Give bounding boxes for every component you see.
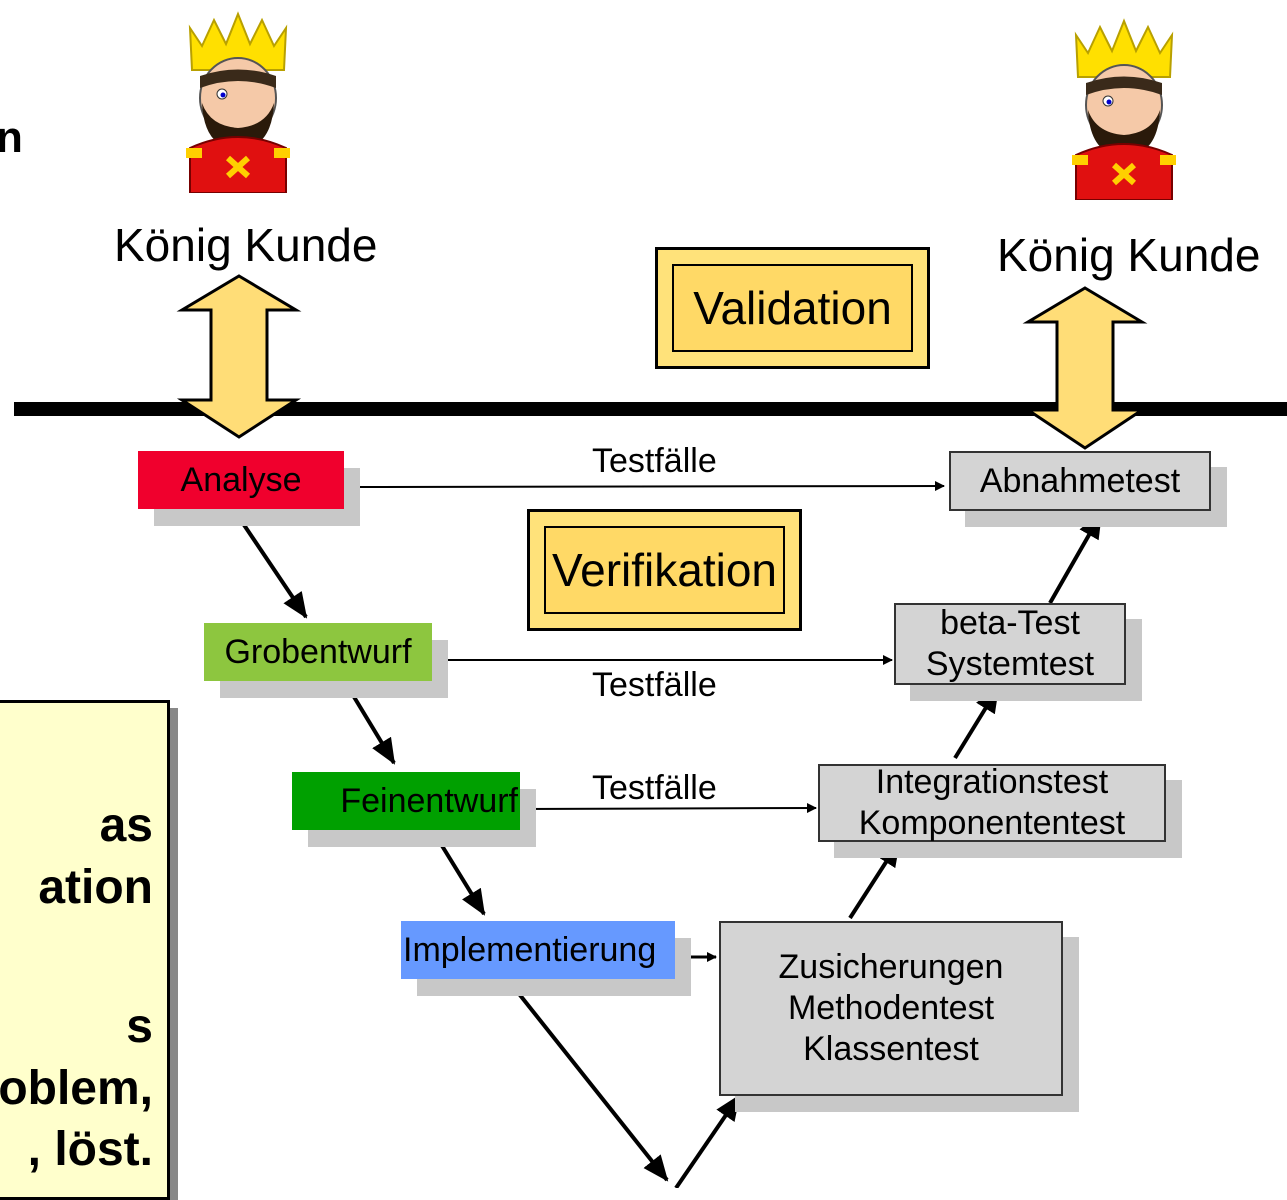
test-integration: Integrationstest Komponententest	[818, 763, 1166, 842]
system-label-line2: Systemtest	[925, 645, 1095, 683]
system-label-line1: beta-Test	[940, 604, 1080, 643]
testcase-label-grob: Testfälle	[592, 666, 717, 704]
arrow-bottom-unit	[674, 1094, 741, 1188]
phase-grobentwurf: Grobentwurf	[204, 623, 432, 681]
integration-label-line1: Integrationstest	[875, 763, 1109, 802]
double-arrow-right	[1022, 286, 1148, 450]
verification-badge: Verifikation	[527, 509, 802, 631]
abnahme-label: Abnahmetest	[979, 461, 1181, 500]
note-box: as ation s oblem, , löst.	[0, 700, 170, 1200]
arrow-analyse-abnahme	[345, 481, 945, 492]
phase-feinentwurf: Feinentwurf	[292, 772, 520, 830]
test-system: beta-Test Systemtest	[894, 603, 1126, 685]
arrow-impl-bottom	[510, 983, 669, 1182]
customer-label-left: König Kunde	[114, 219, 378, 271]
verification-label: Verifikation	[544, 526, 785, 614]
arrow-fein-impl	[434, 834, 486, 916]
integration-label-line2: Komponententest	[858, 804, 1126, 842]
note-line-3: s	[126, 1000, 153, 1053]
testcase-label-analyse: Testfälle	[592, 442, 717, 480]
phase-analyse: Analyse	[138, 451, 344, 509]
note-line-4: oblem,	[0, 1062, 153, 1115]
validation-badge: Validation	[655, 247, 930, 369]
arrow-grob-fein	[346, 685, 396, 765]
title-fragment: n	[0, 113, 23, 162]
unit-label-line1: Zusicherungen	[778, 948, 1004, 987]
note-line-1: as	[99, 799, 153, 852]
note-line-2: ation	[38, 861, 153, 914]
test-unit: Zusicherungen Methodentest Klassentest	[719, 921, 1063, 1096]
unit-label-line2: Methodentest	[787, 989, 995, 1028]
customer-label-right: König Kunde	[997, 229, 1261, 281]
phase-implementierung: Implementierung	[401, 921, 675, 979]
arrow-fein-integration	[519, 803, 817, 814]
test-abnahmetest: Abnahmetest	[949, 451, 1211, 511]
validation-label: Validation	[672, 264, 913, 352]
arrow-analyse-grob	[236, 514, 308, 619]
testcase-label-fein: Testfälle	[592, 769, 717, 807]
note-line-5: , löst.	[27, 1123, 153, 1176]
unit-label-line3: Klassentest	[803, 1029, 979, 1068]
double-arrow-left	[176, 274, 302, 439]
arrow-system-abnahme	[1048, 512, 1103, 604]
king-icon-left	[186, 11, 290, 193]
king-icon-right	[1072, 18, 1176, 200]
